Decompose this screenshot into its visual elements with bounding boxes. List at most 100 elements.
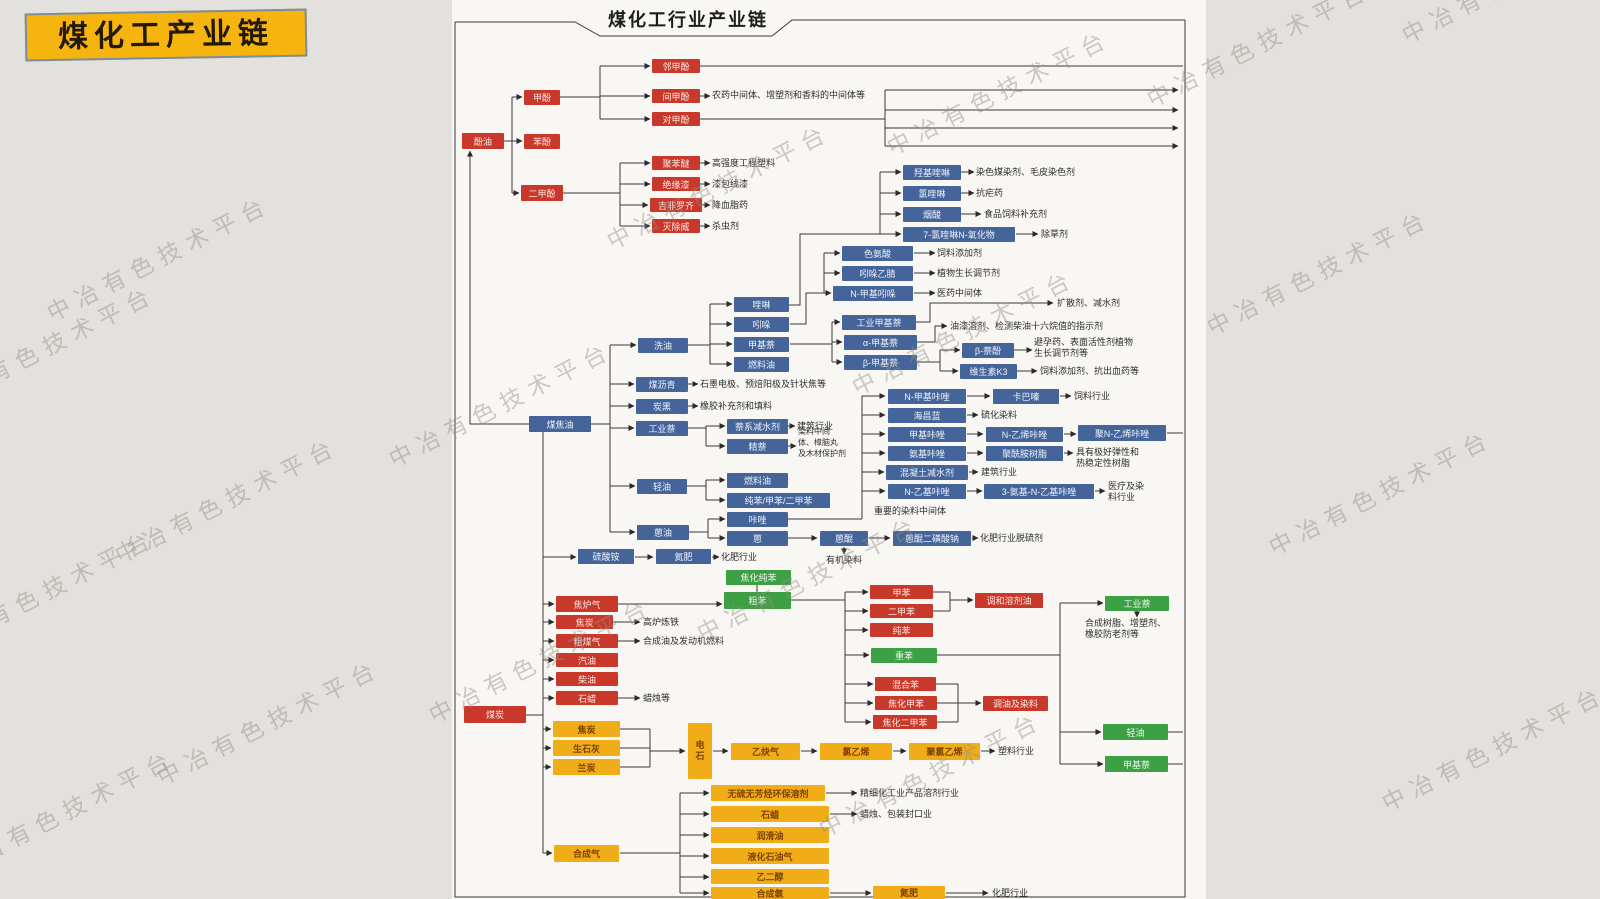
flow-node: 燃料油 bbox=[734, 357, 789, 372]
flow-node: 调油及染料 bbox=[983, 696, 1048, 711]
flow-node: 煤焦油 bbox=[529, 416, 591, 432]
flow-node: 酚油 bbox=[462, 133, 504, 149]
flow-label: 降血脂药 bbox=[712, 200, 749, 210]
flow-node: 轻油 bbox=[1103, 724, 1168, 740]
diagram-title: 煤化工行业产业链 bbox=[608, 10, 768, 30]
flow-node: 邻甲酚 bbox=[652, 59, 700, 73]
flow-node: 焦化纯苯 bbox=[726, 570, 791, 585]
flow-label: 化肥行业 bbox=[992, 888, 1029, 898]
watermark-text: 中冶有色技术平台 bbox=[110, 432, 344, 569]
flow-node: 萘系减水剂 bbox=[727, 419, 788, 434]
flow-node: 混合苯 bbox=[875, 677, 936, 691]
flow-node: N-乙烯咔唑 bbox=[986, 427, 1063, 442]
flow-label: 有机染料 bbox=[826, 555, 863, 565]
flow-label: 重要的染料中间体 bbox=[874, 506, 947, 516]
watermark-text: 中冶有色技术平台 bbox=[1264, 424, 1498, 561]
flow-node: 聚N-乙烯咔唑 bbox=[1078, 425, 1166, 441]
flow-label: 油漆溶剂、检测柴油十六烷值的指示剂 bbox=[950, 321, 1104, 331]
flow-node: 粗煤气 bbox=[556, 634, 618, 648]
flow-label: 橡胶补充剂和填料 bbox=[700, 401, 773, 411]
flow-node: 甲基咔唑 bbox=[888, 427, 966, 442]
flow-node: 甲酚 bbox=[524, 90, 560, 105]
flow-node: 甲基萘 bbox=[1105, 756, 1168, 772]
flow-node: 吲哚 bbox=[734, 317, 789, 332]
flow-label: 精细化工业产品溶剂行业 bbox=[860, 788, 960, 798]
flow-node: 电石 bbox=[688, 723, 712, 779]
flow-label: 避孕药、表面活性剂植物 生长调节剂等 bbox=[1034, 337, 1134, 358]
flow-label: 高炉炼铁 bbox=[643, 617, 680, 627]
flow-node: 海昌蓝 bbox=[888, 408, 966, 423]
flow-node: 焦炭 bbox=[556, 615, 613, 629]
flow-node: 工业甲基萘 bbox=[842, 315, 916, 330]
flow-label: 染色媒染剂、毛皮染色剂 bbox=[976, 167, 1076, 177]
flow-node: 纯苯 bbox=[870, 623, 933, 637]
flow-node: 煤炭 bbox=[464, 706, 526, 723]
flow-node: 羟基喹啉 bbox=[903, 165, 961, 180]
flow-node: 石蜡 bbox=[711, 806, 829, 822]
flow-label: 医疗及染 料行业 bbox=[1108, 481, 1145, 502]
flow-node: 灭除威 bbox=[652, 219, 700, 233]
flow-node: 7-氯喹啉N-氧化物 bbox=[903, 227, 1015, 242]
flow-node: 氨基咔唑 bbox=[888, 446, 966, 461]
flow-node: 焦炭 bbox=[553, 721, 620, 737]
flow-node: 蒽 bbox=[727, 531, 788, 546]
flow-node: 蒽油 bbox=[637, 525, 689, 540]
flow-label: 植物生长调节剂 bbox=[937, 268, 1001, 278]
flow-node: 卡巴嗪 bbox=[993, 389, 1059, 404]
flow-node: 柴油 bbox=[556, 672, 618, 686]
flow-node: 二甲苯 bbox=[870, 604, 933, 618]
flow-label: 农药中间体、增塑剂和香料的中间体等 bbox=[712, 90, 866, 100]
flow-node: 工业萘 bbox=[1105, 596, 1169, 611]
flow-node: 液化石油气 bbox=[711, 848, 829, 864]
flow-label: 除草剂 bbox=[1041, 229, 1069, 239]
flow-node: 纯苯/甲苯/二甲苯 bbox=[727, 493, 830, 508]
flow-node: 生石灰 bbox=[553, 740, 620, 756]
flow-node: 蒽醌二磺酸钠 bbox=[893, 531, 971, 546]
flow-label: 具有极好弹性和 热稳定性树脂 bbox=[1076, 447, 1140, 468]
watermark-text: 中冶有色技术平台 bbox=[0, 524, 161, 661]
flow-node: N-乙基咔唑 bbox=[888, 484, 966, 499]
flow-label: 建筑行业 bbox=[797, 421, 834, 431]
flow-node: 色氨酸 bbox=[842, 246, 913, 261]
flow-node: 石蜡 bbox=[556, 691, 618, 705]
flow-label: 石墨电极、预焙阳极及针状焦等 bbox=[700, 379, 827, 389]
flow-node: 维生素K3 bbox=[960, 364, 1017, 379]
flow-node: 乙二醇 bbox=[711, 869, 829, 884]
flow-label: 饲料行业 bbox=[1074, 391, 1111, 401]
flow-label: 医药中间体 bbox=[937, 288, 983, 298]
flow-node: 合成氨 bbox=[711, 887, 829, 899]
flow-label: 硫化染料 bbox=[981, 410, 1018, 420]
flow-node: 兰炭 bbox=[553, 759, 620, 775]
flow-label: 化肥行业 bbox=[721, 552, 758, 562]
flow-label: 饲料添加剂 bbox=[937, 248, 983, 258]
flow-label: 饲料添加剂、抗出血药等 bbox=[1040, 366, 1140, 376]
flow-label: 抗疟药 bbox=[976, 188, 1004, 198]
flow-node: 蒽醌 bbox=[820, 531, 868, 546]
flow-node: N-甲基咔唑 bbox=[888, 389, 966, 404]
flow-label: 漆包线漆 bbox=[712, 179, 749, 189]
page-badge: 煤化工产业链 bbox=[24, 8, 308, 62]
watermark-text: 中冶有色技术平台 bbox=[0, 280, 161, 417]
flow-node: 间甲酚 bbox=[652, 89, 700, 103]
flow-label: 食品饲料补充剂 bbox=[984, 209, 1048, 219]
flow-node: β-甲基萘 bbox=[844, 355, 917, 370]
flow-node: 咔唑 bbox=[727, 512, 788, 527]
flow-node: 焦化甲苯 bbox=[875, 696, 937, 710]
flow-node: 混凝土减水剂 bbox=[886, 465, 968, 480]
flow-node: 汽油 bbox=[556, 653, 618, 667]
flow-label: 合成油及发动机燃料 bbox=[643, 636, 725, 646]
watermark-text: 中冶有色技术平台 bbox=[1377, 680, 1600, 817]
flow-label: 杀虫剂 bbox=[712, 221, 740, 231]
flow-node: 二甲酚 bbox=[521, 185, 563, 201]
flow-node: 煤沥青 bbox=[636, 377, 688, 392]
flow-node: 乙炔气 bbox=[731, 743, 800, 760]
flow-node: 焦化二甲苯 bbox=[873, 715, 937, 729]
flow-node: 精萘 bbox=[727, 439, 788, 454]
flow-node: 氯喹啉 bbox=[903, 186, 961, 201]
flow-node: 燃料油 bbox=[727, 473, 788, 488]
flow-label: 高强度工程塑料 bbox=[712, 158, 776, 168]
flow-node: 调和溶剂油 bbox=[975, 593, 1043, 608]
flow-node: β-萘酚 bbox=[962, 343, 1014, 358]
flow-node: 润滑油 bbox=[711, 827, 829, 843]
